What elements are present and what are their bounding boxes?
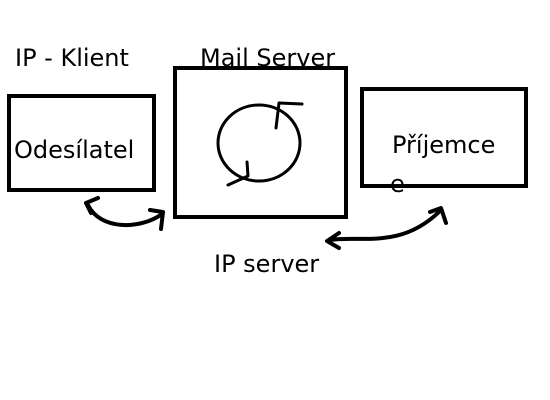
recipient-label-wrap: e [390, 170, 405, 198]
sender-server-arrow [84, 196, 165, 231]
recipient-box [360, 87, 528, 188]
recipient-label: Příjemce [392, 131, 496, 159]
mail-server-label: Mail Server [200, 44, 336, 72]
mail-server-box [173, 66, 348, 219]
server-ip-label: IP server [214, 250, 320, 278]
cycle-icon [216, 101, 304, 187]
server-recipient-arrow [325, 206, 448, 250]
sender-label: Odesílatel [14, 136, 135, 164]
sender-box [7, 94, 156, 192]
client-ip-label: IP - Klient [15, 44, 129, 72]
